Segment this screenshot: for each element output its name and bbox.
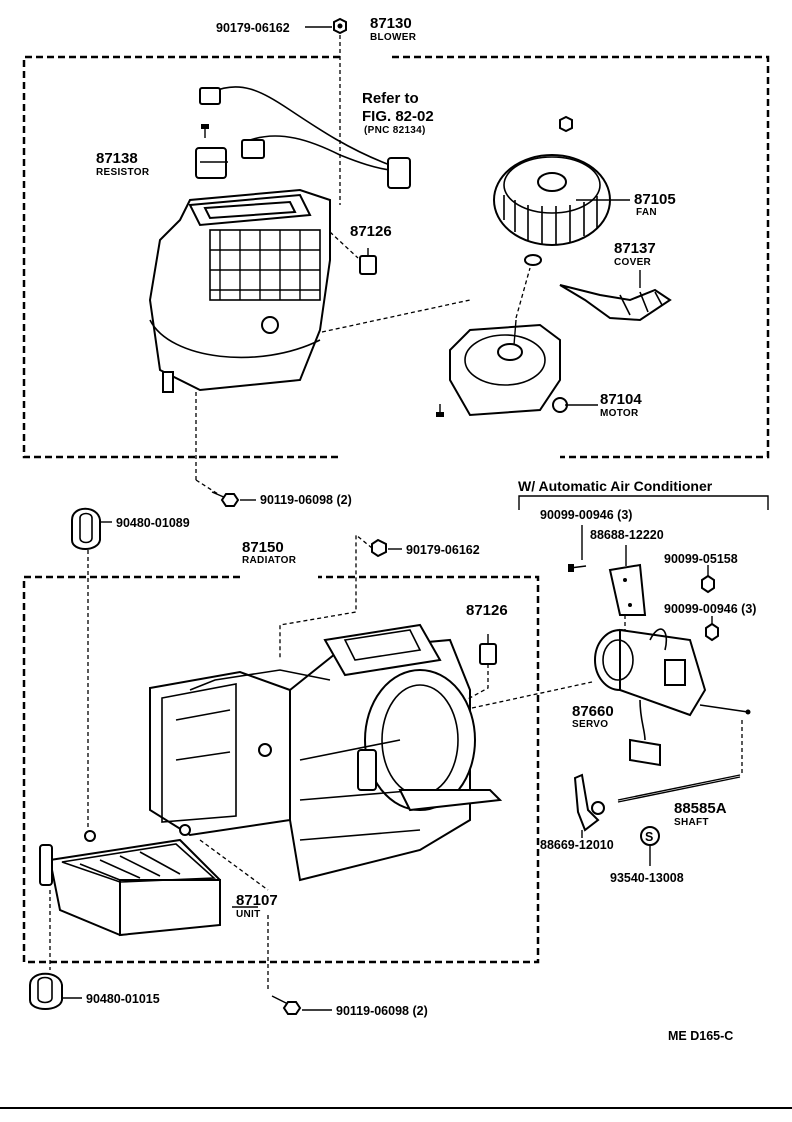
part-87107-name: UNIT (236, 909, 261, 920)
motor-87104-icon (436, 319, 568, 417)
part-90119-06098-top: 90119-06098 (2) (260, 493, 352, 507)
part-87126-top: 87126 (350, 223, 392, 240)
part-90480-01015: 90480-01015 (86, 992, 160, 1006)
bracket-88688-icon (608, 563, 647, 616)
radiator-core-87107-icon (39, 830, 221, 937)
refer-line-2: FIG. 82-02 (362, 108, 434, 125)
wire-harness-icon (195, 86, 411, 189)
fan-87105-icon (493, 115, 611, 246)
part-88669-12010: 88669-12010 (540, 838, 614, 852)
part-87137-name: COVER (614, 257, 652, 268)
mid-labels: 90119-06098 (2) 90480-01089 90179-06162 (116, 493, 480, 557)
part-87138-name: RESISTOR (96, 167, 150, 178)
auto-ac-labels: W/ Automatic Air Conditioner 90099-00946… (518, 478, 756, 885)
part-93540-13008: 93540-13008 (610, 871, 684, 885)
part-90099-00946-a: 90099-00946 (3) (540, 508, 632, 522)
part-87130-name: BLOWER (370, 32, 417, 43)
part-87104: 87104 (600, 391, 642, 408)
heater-unit-icon (149, 623, 503, 882)
auto-ac-bracket (518, 495, 769, 510)
footer-code: ME D165-C (668, 1029, 733, 1043)
part-87107: 87107 (236, 892, 278, 909)
cover-87137-icon (559, 284, 672, 322)
radiator-group-frame (22, 575, 540, 964)
screw-90099-00946-b-icon (705, 622, 719, 642)
servo-87660-icon (594, 628, 751, 767)
part-87126-mid: 87126 (466, 602, 508, 619)
blower-housing-icon (148, 188, 331, 393)
part-90480-01089: 90480-01089 (116, 516, 190, 530)
s-clip-mark: S (645, 830, 653, 844)
blower-group-frame (22, 55, 770, 459)
part-90099-05158: 90099-05158 (664, 552, 738, 566)
connector-87126-mid-icon (479, 634, 497, 665)
part-87105: 87105 (634, 191, 676, 208)
part-90179-06162-mid: 90179-06162 (406, 543, 480, 557)
auto-ac-heading: W/ Automatic Air Conditioner (518, 478, 713, 494)
shaft-88585A-icon (617, 774, 741, 803)
part-87130: 87130 (370, 15, 412, 32)
grommet-90480-top-icon (71, 507, 101, 550)
part-87104-name: MOTOR (600, 408, 639, 419)
nut-90099-05158-icon (701, 574, 715, 594)
part-87150-name: RADIATOR (242, 555, 297, 566)
part-87150: 87150 (242, 539, 284, 556)
washer-icon (524, 254, 542, 266)
part-90099-00946-b: 90099-00946 (3) (664, 602, 756, 616)
refer-line-3: (PNC 82134) (364, 125, 426, 136)
blower-group-labels: 90179-06162 87130 BLOWER Refer to FIG. 8… (96, 15, 676, 419)
grommet-90480-bottom-icon (29, 972, 63, 1010)
lever-88669-icon (573, 773, 605, 832)
part-88585A-name: SHAFT (674, 817, 709, 828)
screw-90099-00946-a-icon (568, 564, 587, 572)
part-88688-12220: 88688-12220 (590, 528, 664, 542)
part-87660: 87660 (572, 703, 614, 720)
bottom-labels: 90480-01015 90119-06098 (2) (86, 992, 428, 1018)
part-87105-name: FAN (636, 207, 657, 218)
refer-line-1: Refer to (362, 90, 419, 107)
part-87660-name: SERVO (572, 719, 608, 730)
part-90119-06098-bottom: 90119-06098 (2) (336, 1004, 428, 1018)
nut-90179-top-icon (333, 17, 347, 35)
part-88585A: 88585A (674, 800, 727, 817)
bolt-90119-bottom-icon (271, 995, 302, 1015)
part-90179-06162-top: 90179-06162 (216, 21, 290, 35)
connector-87126-top-icon (359, 248, 377, 275)
part-87137: 87137 (614, 240, 656, 257)
bolt-90119-top-icon (211, 491, 240, 507)
radiator-group-labels: 87150 RADIATOR 87126 87107 UNIT (236, 539, 508, 920)
nut-90179-mid-icon (371, 538, 387, 558)
part-87138: 87138 (96, 150, 138, 167)
